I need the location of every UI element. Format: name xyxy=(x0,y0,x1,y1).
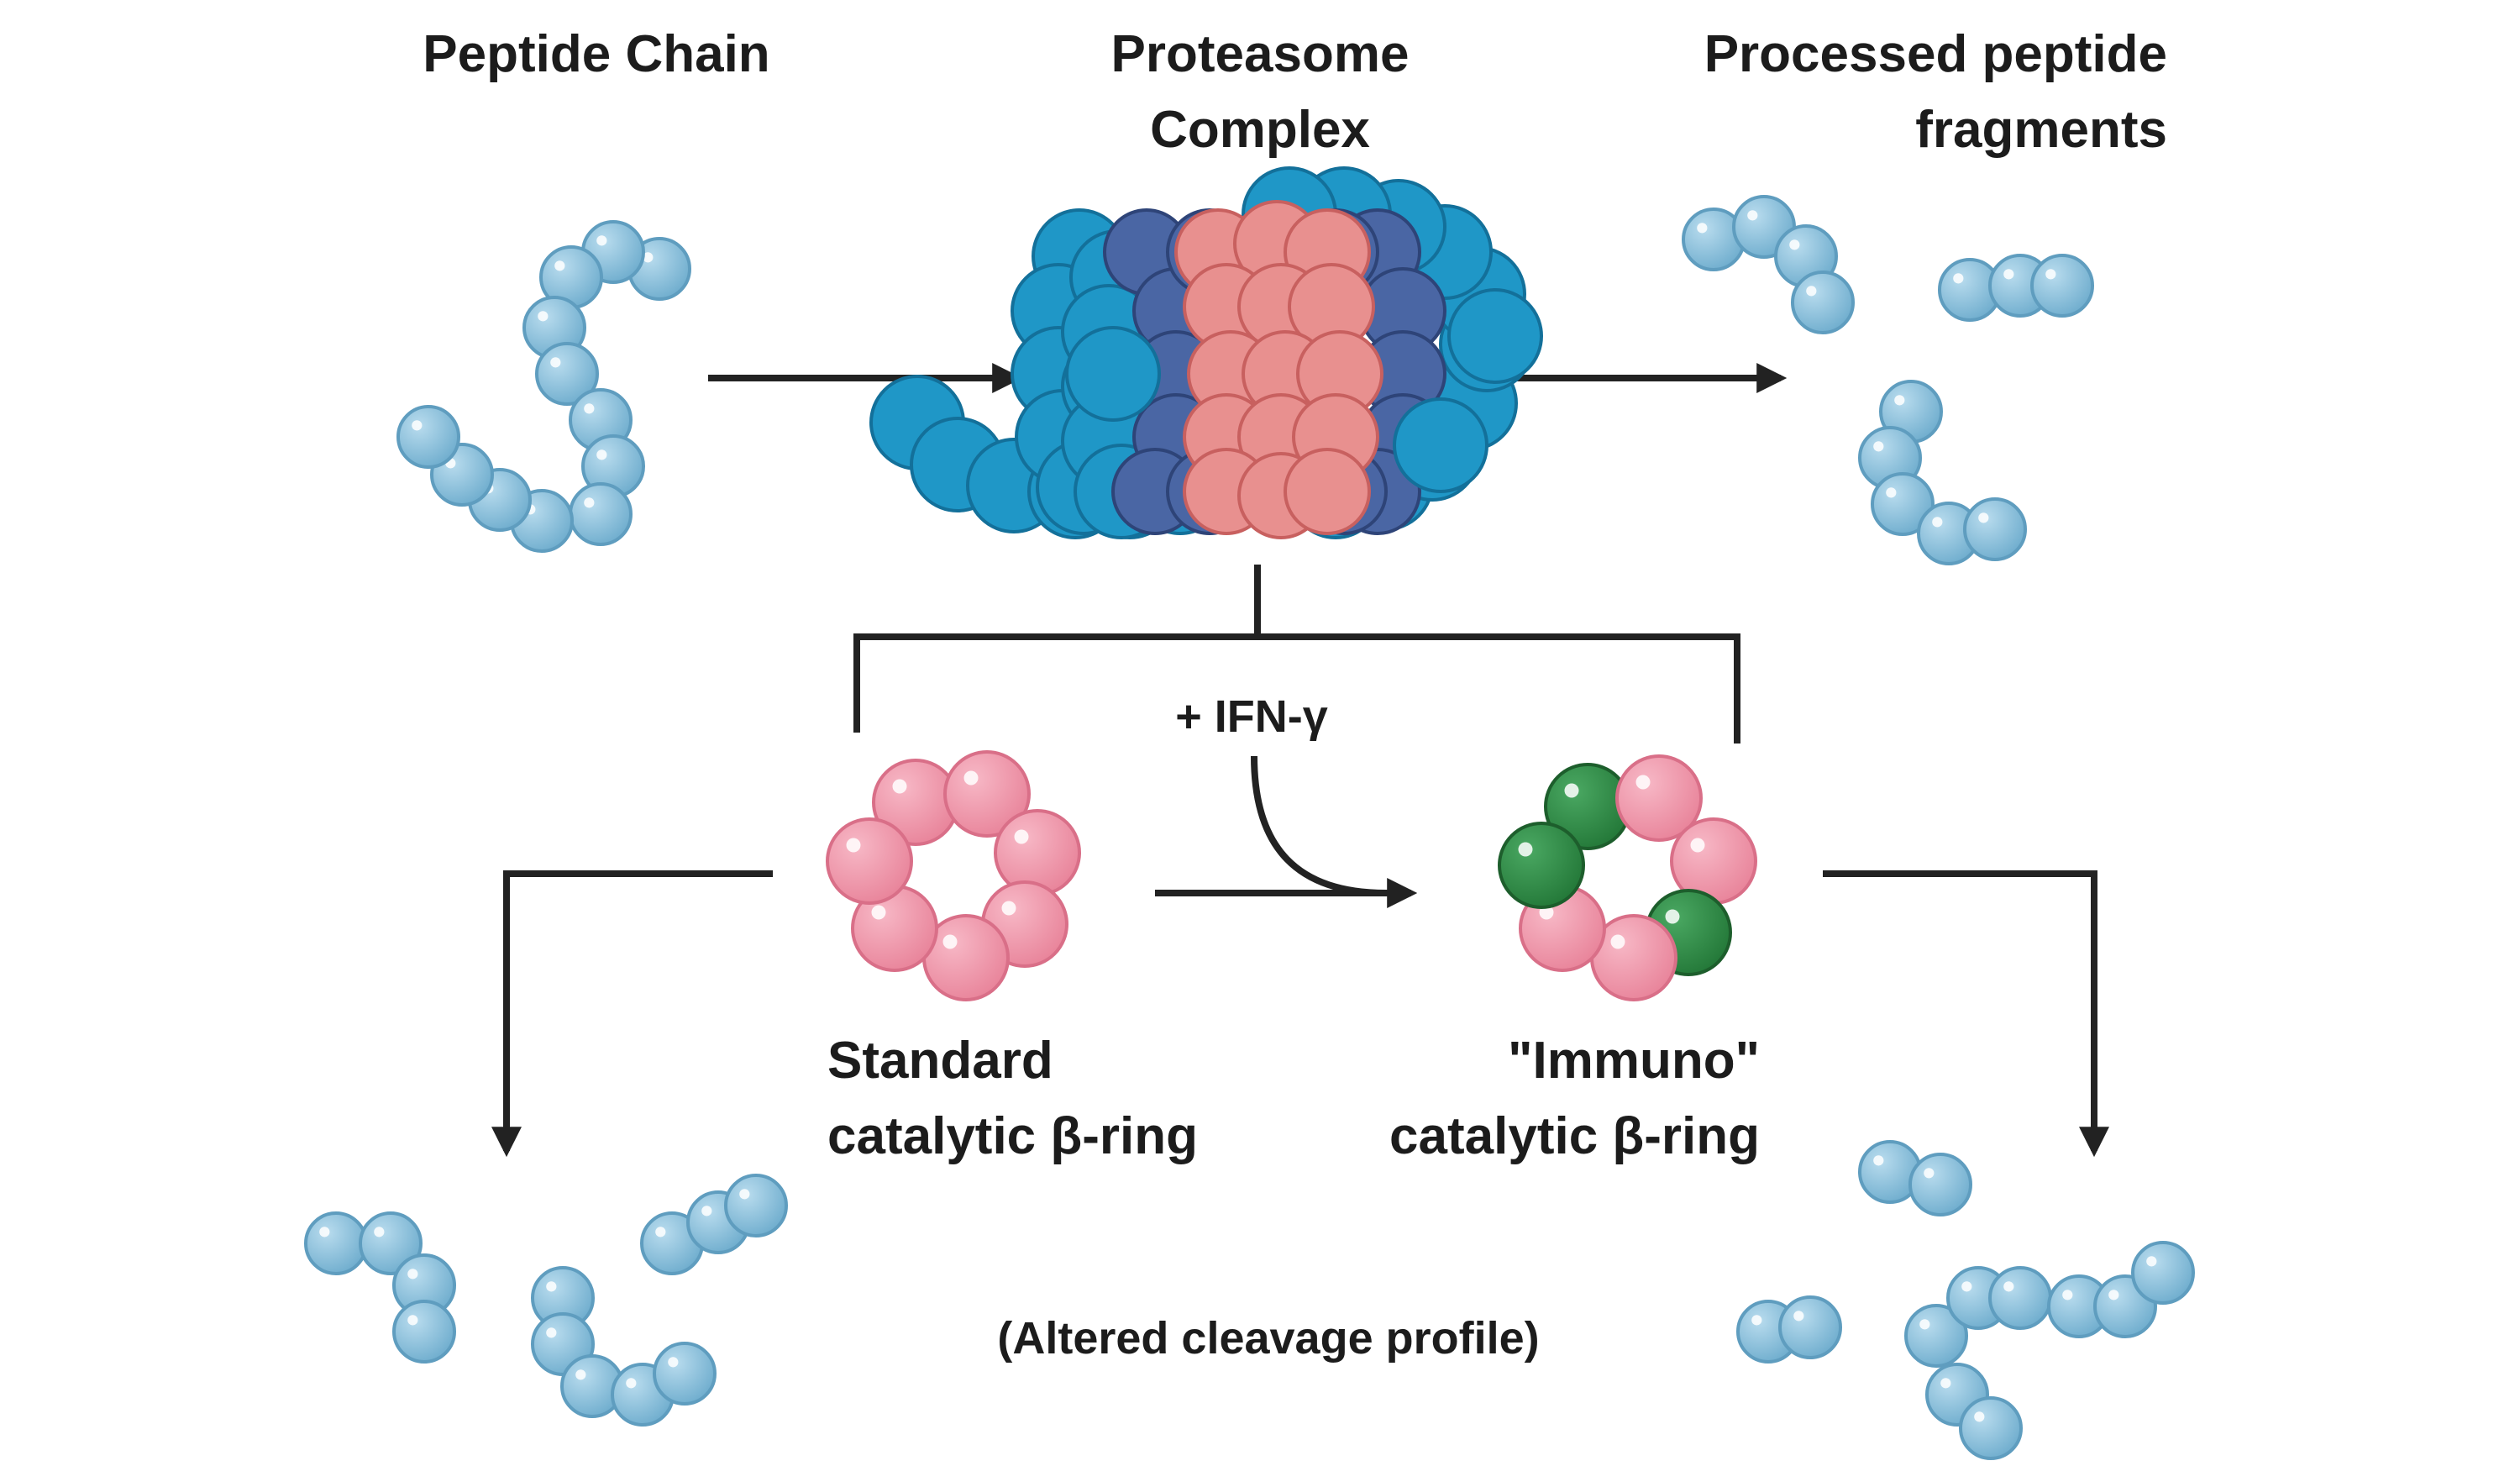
peptide-bead xyxy=(653,1342,717,1406)
peptide-chains xyxy=(304,195,2195,1460)
peptide-bead xyxy=(1963,497,2027,561)
peptide-bead xyxy=(2131,1241,2195,1305)
peptide-bead xyxy=(396,405,460,469)
peptide-bead xyxy=(1908,1153,1972,1216)
peptide-chain-label: Peptide Chain xyxy=(395,17,798,92)
proteasome-cap-subunit xyxy=(1447,288,1543,384)
peptide-bead xyxy=(724,1174,788,1237)
immuno-ring-line1: "Immuno" xyxy=(1508,1032,1760,1090)
standard-ring-label: Standard catalytic β-ring xyxy=(827,1023,1331,1174)
immuno-ring-line2: catalytic β-ring xyxy=(1389,1107,1760,1165)
peptide-bead xyxy=(392,1300,456,1364)
peptide-bead xyxy=(359,1211,423,1275)
peptide-bead xyxy=(569,482,633,546)
standard-beta-subunit xyxy=(851,885,938,972)
standard-ring-line1: Standard xyxy=(827,1032,1053,1090)
immuno-ring-label: "Immuno" catalytic β-ring xyxy=(1277,1023,1760,1174)
peptide-bead xyxy=(1904,1304,1968,1368)
proteasome-title-line1: Proteasome xyxy=(1110,25,1410,83)
peptide-bead xyxy=(1959,1396,2023,1460)
peptide-bead xyxy=(581,434,645,498)
ifn-gamma-text: + IFN-γ xyxy=(1175,691,1328,742)
branch-bracket xyxy=(853,633,1740,744)
proteasome-title-line2: Complex xyxy=(1150,101,1370,159)
peptide-bead xyxy=(1871,472,1935,536)
catalytic-rings xyxy=(826,750,1757,1001)
processed-label: Processed peptide fragments xyxy=(1579,17,2167,168)
standard-beta-subunit xyxy=(1615,754,1703,842)
peptide-bead xyxy=(535,342,599,406)
arrow-standard-down xyxy=(491,870,773,1158)
proteasome-cap-subunit xyxy=(1393,397,1488,493)
standard-beta-subunit xyxy=(994,809,1081,896)
arrow-immuno-down xyxy=(1823,870,2109,1158)
processed-title-line2: fragments xyxy=(1915,101,2167,159)
peptide-bead xyxy=(1988,1266,2052,1330)
ifn-curved-arrow xyxy=(1251,755,1387,896)
ifn-label: + IFN-γ xyxy=(1126,687,1378,746)
altered-cleavage-text: (Altered cleavage profile) xyxy=(997,1313,1540,1364)
peptide-bead xyxy=(531,1266,595,1330)
standard-beta-subunit xyxy=(826,817,913,905)
arrows xyxy=(491,363,2109,1158)
peptide-bead xyxy=(1791,271,1855,334)
proteasome-complex xyxy=(869,166,1543,539)
peptide-bead xyxy=(1778,1295,1842,1359)
standard-beta-subunit xyxy=(1670,817,1757,905)
processed-title-line1: Processed peptide xyxy=(1704,25,2167,83)
proteasome-cap-subunit xyxy=(1065,326,1161,422)
peptide-bead xyxy=(304,1211,368,1275)
altered-cleavage-label: (Altered cleavage profile) xyxy=(932,1309,1604,1368)
peptide-chain-title: Peptide Chain xyxy=(423,25,770,83)
standard-ring-line2: catalytic β-ring xyxy=(827,1107,1198,1165)
proteasome-label: Proteasome Complex xyxy=(1042,17,1478,168)
beta-ring-subunit xyxy=(1284,448,1371,535)
immuno-beta-subunit xyxy=(1498,822,1585,909)
standard-beta-subunit xyxy=(943,750,1031,838)
peptide-bead xyxy=(2030,254,2094,318)
